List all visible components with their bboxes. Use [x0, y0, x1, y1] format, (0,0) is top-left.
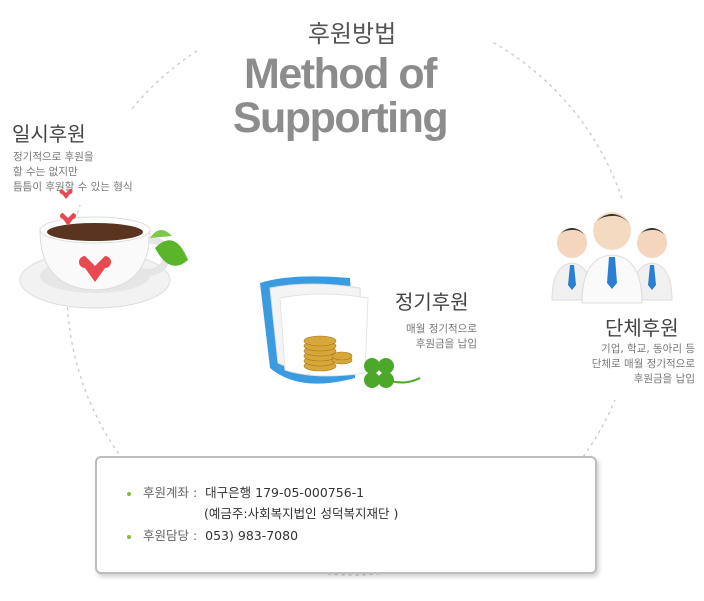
temporary-support-title: 일시후원 [12, 122, 86, 146]
page-subtitle-ko: 후원방법 [307, 20, 397, 48]
section1-backdrop [0, 110, 175, 205]
account-holder: (예금주:사회복지법인 성덕복지재단 ) [204, 506, 399, 521]
people-icon [551, 212, 673, 304]
contact-label: 후원담당 : [142, 528, 198, 543]
contact-row: 후원담당 : 053) 983-7080 [127, 525, 298, 544]
bullet-icon [127, 534, 131, 539]
contact-phone: 053) 983-7080 [205, 528, 299, 543]
clover-icon [364, 358, 421, 388]
page-title: Method of Supporting [200, 52, 480, 140]
title-line1: Method of [244, 50, 437, 98]
title-line2: Supporting [232, 94, 449, 142]
account-info-box: 후원계좌 : 대구은행 179-05-000756-1 (예금주:사회복지법인 … [95, 456, 597, 574]
account-row: 후원계좌 : 대구은행 179-05-000756-1 [127, 482, 364, 501]
group-support-title: 단체후원 [605, 316, 679, 340]
temporary-support-desc: 정기적으로 후원을 할 수는 없지만 틈틈이 후원할 수 있는 형식 [13, 151, 133, 193]
folder-coins-icon [260, 276, 421, 388]
heart-icon [60, 213, 76, 226]
teacup-icon [19, 189, 188, 309]
account-number: 179-05-000756-1 [255, 485, 365, 500]
bullet-icon [127, 491, 131, 496]
account-bank: 대구은행 [205, 485, 252, 500]
account-label: 후원계좌 : [142, 485, 198, 500]
group-support-desc: 기업, 학교, 동아리 등 단체로 매월 정기적으로 후원금을 납입 [591, 343, 695, 385]
regular-support-title: 정기후원 [395, 290, 469, 314]
regular-support-desc: 매월 정기적으로 후원금을 납입 [406, 323, 477, 350]
title-backdrop [200, 0, 490, 145]
